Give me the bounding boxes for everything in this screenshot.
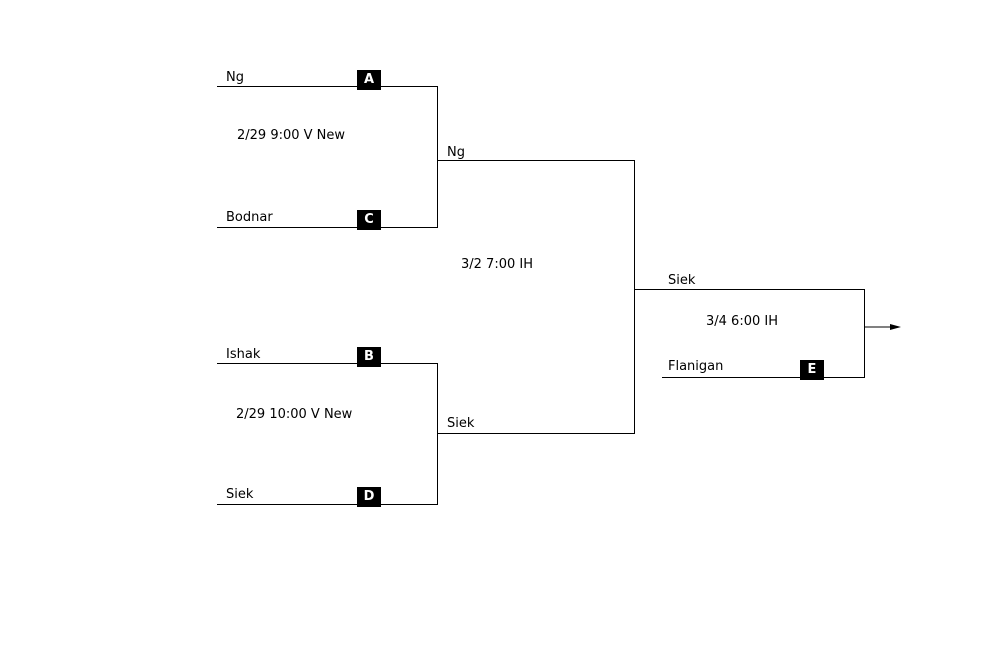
player-name-siek-r1: Siek — [226, 487, 254, 502]
seed-badge-a: A — [357, 70, 381, 90]
seed-badge-b: B — [357, 347, 381, 367]
bracket-line-bodnar — [217, 227, 438, 228]
bracket-connector-final — [864, 289, 865, 378]
bracket-connector-r2 — [634, 160, 635, 434]
player-name-ishak: Ishak — [226, 347, 261, 362]
bracket-line-r2-top — [437, 160, 635, 161]
player-name-final-top: Siek — [668, 273, 696, 288]
bracket-connector-r1-top — [437, 86, 438, 228]
player-name-r2-top: Ng — [447, 145, 465, 160]
bracket-line-ng — [217, 86, 438, 87]
bracket-line-final-top — [634, 289, 865, 290]
seed-badge-d: D — [357, 487, 381, 507]
bracket-line-ishak — [217, 363, 438, 364]
game-info-r1-top: 2/29 9:00 V New — [237, 128, 346, 143]
player-name-ng: Ng — [226, 70, 244, 85]
player-name-r2-bottom: Siek — [447, 416, 475, 431]
arrow-right-icon — [864, 324, 901, 330]
seed-badge-e: E — [800, 360, 824, 380]
bracket-line-siek-r1 — [217, 504, 438, 505]
seed-badge-c: C — [357, 210, 381, 230]
bracket-line-r2-bottom — [437, 433, 635, 434]
player-name-flanigan: Flanigan — [668, 359, 724, 374]
player-name-bodnar: Bodnar — [226, 210, 273, 225]
bracket-line-flanigan — [662, 377, 865, 378]
game-info-r2: 3/2 7:00 IH — [461, 257, 533, 272]
game-info-final: 3/4 6:00 IH — [706, 314, 778, 329]
bracket-connector-r1-bottom — [437, 363, 438, 505]
game-info-r1-bottom: 2/29 10:00 V New — [236, 407, 353, 422]
